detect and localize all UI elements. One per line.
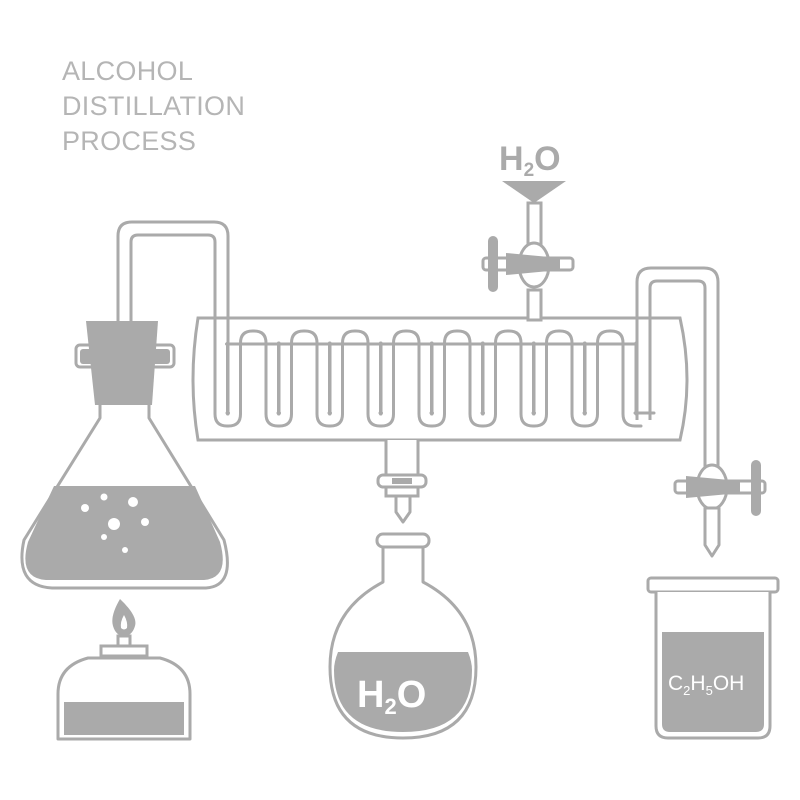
flask-water <box>334 652 472 732</box>
water-inlet <box>481 181 575 322</box>
drain-nozzle <box>376 440 428 524</box>
title-line-1: ALCOHOL <box>62 56 194 86</box>
inlet-funnel-icon <box>502 181 566 203</box>
ethanol-label: C2H5OH <box>668 672 744 698</box>
round-bottom-flask <box>328 532 478 740</box>
ethanol-label-part: OH <box>713 672 745 695</box>
beaker-ethanol <box>662 632 764 732</box>
title-line-3: PROCESS <box>62 126 197 156</box>
ethanol-label-part: C <box>668 672 683 695</box>
condenser <box>191 298 689 442</box>
ethanol-label-part: H <box>690 672 705 695</box>
ethanol-label-part: 2 <box>683 683 690 698</box>
ethanol-label-part: 5 <box>706 683 713 698</box>
bubbles <box>81 493 149 553</box>
outlet-pipe <box>635 266 720 472</box>
beaker <box>646 576 780 740</box>
outlet-tap-handle <box>751 460 761 516</box>
outlet-tap <box>673 460 767 558</box>
inlet-tap-handle <box>488 236 498 292</box>
water-inlet-label: H2O <box>499 140 561 181</box>
boiling-liquid <box>25 486 223 580</box>
vapor-pipe <box>116 220 230 420</box>
title-line-2: DISTILLATION <box>62 91 246 121</box>
erlenmeyer-flask <box>20 321 229 590</box>
water-flask-label: H2O <box>357 674 426 719</box>
lamp-fuel <box>64 702 184 735</box>
spirit-lamp <box>56 599 192 741</box>
